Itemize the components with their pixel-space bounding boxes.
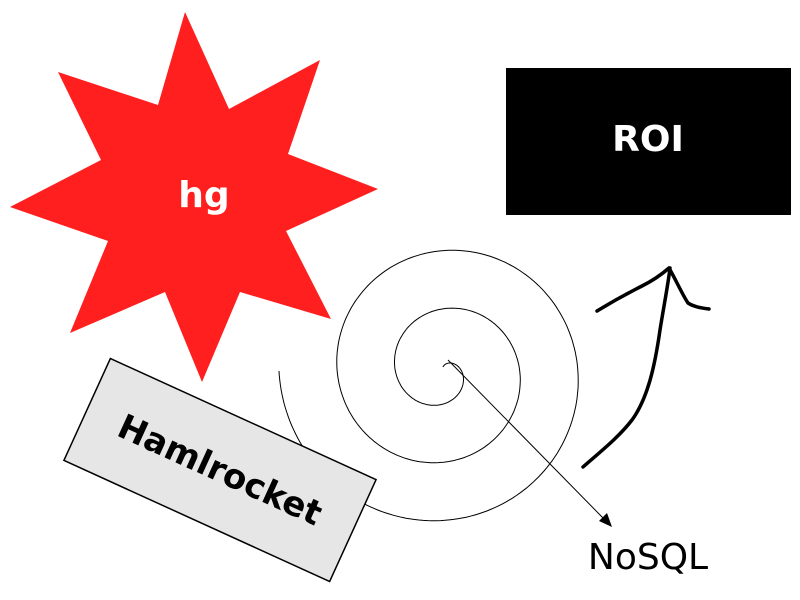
nosql-label: NoSQL [588,537,708,578]
hamlrocket-tag-box [62,357,378,583]
connector-arrow-line [447,359,606,521]
connector-arrowhead [599,513,612,527]
hamlrocket-tag: Hamlrocket [62,357,378,583]
roi-label: ROI [612,119,684,160]
star-shape [10,12,378,382]
spiral [278,249,579,522]
star-label: hg [178,175,229,216]
hand-drawn-arrow [581,266,711,469]
roi-box [506,68,791,215]
